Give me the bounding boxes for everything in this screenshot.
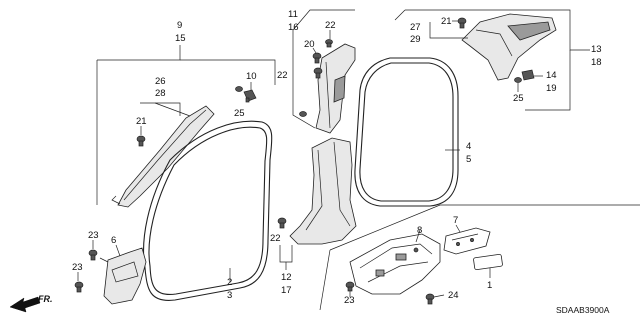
leader-24: [433, 294, 445, 298]
clip-22-bottom: [299, 111, 307, 117]
callout-10: 10: [246, 71, 257, 82]
bracket-12-17: [279, 245, 293, 263]
callout-21a: 21: [136, 116, 147, 127]
clip-10: [243, 89, 257, 103]
callout-25b: 25: [513, 93, 524, 104]
callout-25a: 25: [234, 108, 245, 119]
callout-16: 16: [288, 22, 299, 33]
clip-21-left: [136, 135, 146, 147]
callout-8: 8: [417, 225, 422, 236]
handle-7: [443, 227, 491, 255]
callout-26: 26: [155, 76, 166, 87]
callout-15: 15: [175, 33, 186, 44]
callout-7: 7: [453, 215, 458, 226]
bracket-27-29: [429, 22, 468, 39]
clip-23-right: [345, 281, 355, 292]
callout-23c: 23: [344, 295, 355, 306]
callout-9: 9: [177, 20, 182, 31]
callout-1: 1: [487, 280, 492, 291]
callout-20: 20: [304, 39, 315, 50]
callout-22a: 22: [325, 20, 336, 31]
front-direction-label: FR.: [38, 294, 53, 304]
clip-24: [425, 293, 435, 305]
rear-door-seal: [354, 57, 459, 207]
callout-2: 2: [227, 277, 232, 288]
callout-13: 13: [591, 44, 602, 55]
leader-6: [115, 244, 121, 257]
group-bracket-parts-1-8: [319, 204, 640, 311]
callout-14: 14: [546, 70, 557, 81]
callout-6: 6: [111, 235, 116, 246]
pad-1: [473, 253, 503, 271]
leader-26-28-b: [140, 102, 181, 116]
callout-21b: 21: [441, 16, 452, 27]
b-pillar-lower-garnish: [289, 137, 357, 245]
callout-23b: 23: [72, 262, 83, 273]
clip-23-lower: [74, 281, 84, 293]
callout-17: 17: [281, 285, 292, 296]
group-bracket-11-16: [292, 9, 355, 129]
callout-28: 28: [155, 88, 166, 99]
callout-27: 27: [410, 22, 421, 33]
callout-23a: 23: [88, 230, 99, 241]
callout-24: 24: [448, 290, 459, 301]
leader-26-28: [154, 102, 191, 117]
leader-8: [415, 229, 421, 243]
callout-3: 3: [227, 290, 232, 301]
clip-20: [312, 52, 322, 64]
callout-12: 12: [281, 272, 292, 283]
clip-23-upper: [88, 249, 98, 261]
callout-labels: 9 15 11 16 22 20 22 26 28 21 10 25 27 29…: [72, 9, 602, 306]
callout-19: 19: [546, 83, 557, 94]
clip-25-right: [514, 77, 522, 83]
clip-22-top: [325, 39, 333, 48]
a-pillar-garnish: [111, 105, 215, 208]
clip-22-lower-pillar: [277, 217, 287, 229]
callout-5: 5: [466, 154, 471, 165]
c-pillar-garnish: [461, 13, 557, 81]
front-door-seal: [143, 120, 273, 301]
callout-11: 11: [288, 9, 298, 20]
callout-18: 18: [591, 57, 602, 68]
bracket-assembly-8: [349, 233, 441, 295]
front-kick-panel: [99, 247, 147, 305]
clip-25-left: [235, 86, 243, 92]
callout-4: 4: [466, 141, 471, 152]
callout-22b: 22: [277, 70, 288, 81]
leader-7: [455, 224, 461, 233]
b-pillar-upper-garnish: [315, 43, 356, 134]
clip-21-right: [457, 17, 467, 29]
front-direction-arrow-icon: [9, 296, 41, 313]
callout-22c: 22: [270, 233, 281, 244]
clip-14-19: [521, 69, 535, 81]
group-bracket-9-15: [96, 45, 276, 205]
clip-22-pillar: [313, 67, 323, 79]
callout-29: 29: [410, 34, 421, 45]
group-bracket-13-18: [394, 9, 590, 111]
diagram-code: SDAAB3900A: [556, 305, 610, 315]
leader-20: [312, 47, 317, 54]
